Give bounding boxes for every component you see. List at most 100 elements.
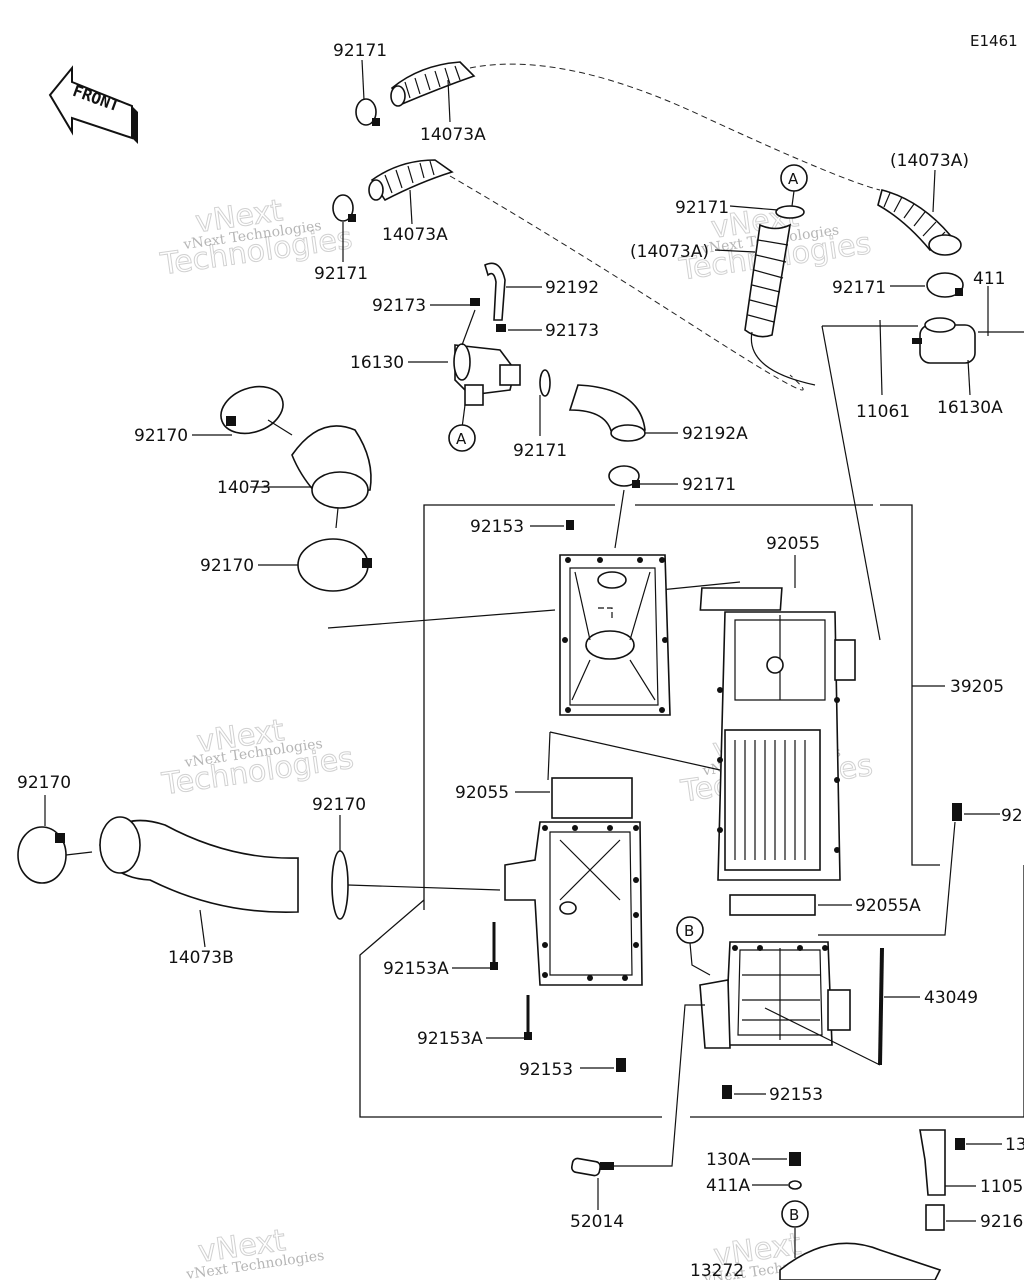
callout-A: A	[780, 164, 808, 192]
hose-14073A-top	[390, 61, 476, 107]
label-14073B: 14073B	[168, 948, 234, 968]
label-411A: 411A	[706, 1176, 750, 1196]
label-92055A: 92055A	[855, 896, 921, 916]
label-92-partial: 92	[1001, 806, 1023, 826]
callout-B: B	[676, 916, 704, 944]
label-92153: 92153	[519, 1060, 573, 1080]
hose-14073A-middle	[368, 159, 454, 202]
intercooler-39205	[717, 611, 856, 881]
leader-line	[335, 507, 339, 529]
label-16130A: 16130A	[937, 398, 1003, 418]
callout-A: A	[448, 424, 476, 452]
label-13272: 13272	[690, 1261, 744, 1280]
leader-line	[461, 404, 466, 429]
clamp-92170	[297, 538, 372, 592]
label-411: 411	[973, 269, 1005, 289]
bracket-1105	[919, 1129, 965, 1196]
hose-route-line	[449, 175, 804, 391]
leader-line	[327, 609, 556, 629]
leader-line	[461, 309, 476, 346]
label-92170: 92170	[200, 556, 254, 576]
leader-line	[409, 189, 413, 225]
label-16130: 16130	[350, 353, 404, 373]
label-92170: 92170	[134, 426, 188, 446]
svg-text:B: B	[789, 1206, 799, 1224]
label-14073A-ref: (14073A)	[890, 151, 969, 171]
bolt-92153	[616, 1058, 626, 1072]
label-9216-partial: 9216	[980, 1212, 1023, 1232]
bolt-92153	[566, 520, 574, 530]
label-92153: 92153	[470, 517, 524, 537]
label-92192A: 92192A	[682, 424, 748, 444]
svg-text:A: A	[788, 170, 799, 188]
intercooler-case-lower	[699, 941, 851, 1049]
label-1105-partial: 1105	[980, 1177, 1023, 1197]
label-13-partial: 13	[1005, 1135, 1024, 1155]
leader-line	[714, 249, 756, 253]
sensor-52014	[570, 1157, 614, 1177]
label-92055: 92055	[766, 534, 820, 554]
hose-14073A-vertical	[744, 223, 816, 386]
callout-B: B	[781, 1200, 809, 1228]
cover-13272	[779, 1242, 942, 1280]
leader-line	[764, 1007, 881, 1066]
assembly-frame	[359, 504, 1024, 1118]
washer-411A	[788, 1180, 802, 1190]
leader-line	[549, 731, 721, 771]
label-52014: 52014	[570, 1212, 624, 1232]
clamp-92171	[926, 272, 964, 298]
clamp-92171	[539, 369, 551, 397]
label-92153A: 92153A	[417, 1029, 483, 1049]
gasket-92055	[551, 777, 633, 819]
label-92153: 92153	[769, 1085, 823, 1105]
diagram-code: E1461	[970, 32, 1018, 50]
clamp-92170	[331, 850, 349, 920]
label-92055: 92055	[455, 783, 509, 803]
label-92171: 92171	[314, 264, 368, 284]
hose-14073B	[99, 816, 299, 914]
leader-line	[361, 59, 365, 101]
intake-cover-upper	[559, 554, 671, 716]
part-labels: 92171 14073A 14073A 92171 92171 (14073A)…	[17, 41, 1024, 1280]
label-92192: 92192	[545, 278, 599, 298]
label-92171: 92171	[513, 441, 567, 461]
hose-14073A-right	[877, 189, 962, 256]
leader-line	[547, 731, 551, 781]
fitting-92	[952, 803, 962, 821]
leader-line	[65, 851, 93, 856]
svg-text:A: A	[456, 430, 467, 448]
label-43049: 43049	[924, 988, 978, 1008]
clamp-92170	[220, 385, 284, 435]
leader-line	[447, 79, 451, 123]
svg-text:B: B	[684, 922, 694, 940]
label-92171: 92171	[333, 41, 387, 61]
clamp-92170	[17, 826, 67, 884]
label-39205: 39205	[950, 677, 1004, 697]
label-14073: 14073	[217, 478, 271, 498]
leader-line	[821, 325, 881, 641]
hose-route-line	[469, 63, 881, 191]
label-14073A-ref: (14073A)	[630, 242, 709, 262]
label-92170: 92170	[17, 773, 71, 793]
clamp-92171	[608, 465, 640, 488]
label-92170: 92170	[312, 795, 366, 815]
bolt-130A	[789, 1152, 801, 1166]
label-92171: 92171	[682, 475, 736, 495]
hose-14073	[291, 425, 372, 509]
clamp-92171	[355, 98, 380, 126]
leader-line	[199, 909, 206, 948]
label-130A: 130A	[706, 1150, 750, 1170]
part-11061-oring	[879, 319, 883, 396]
leader-line	[818, 821, 956, 936]
leader-line	[689, 942, 711, 976]
leader-line	[791, 190, 795, 207]
intake-cover-lower	[504, 821, 643, 986]
clamp-92171	[332, 194, 356, 222]
gasket-92055	[699, 587, 783, 611]
damper-9216	[925, 1204, 945, 1231]
label-92171: 92171	[832, 278, 886, 298]
valve-16130	[453, 343, 521, 406]
front-arrow-icon: FRONT	[48, 65, 138, 144]
hose-92192A	[568, 384, 646, 442]
leader-line	[614, 489, 625, 549]
